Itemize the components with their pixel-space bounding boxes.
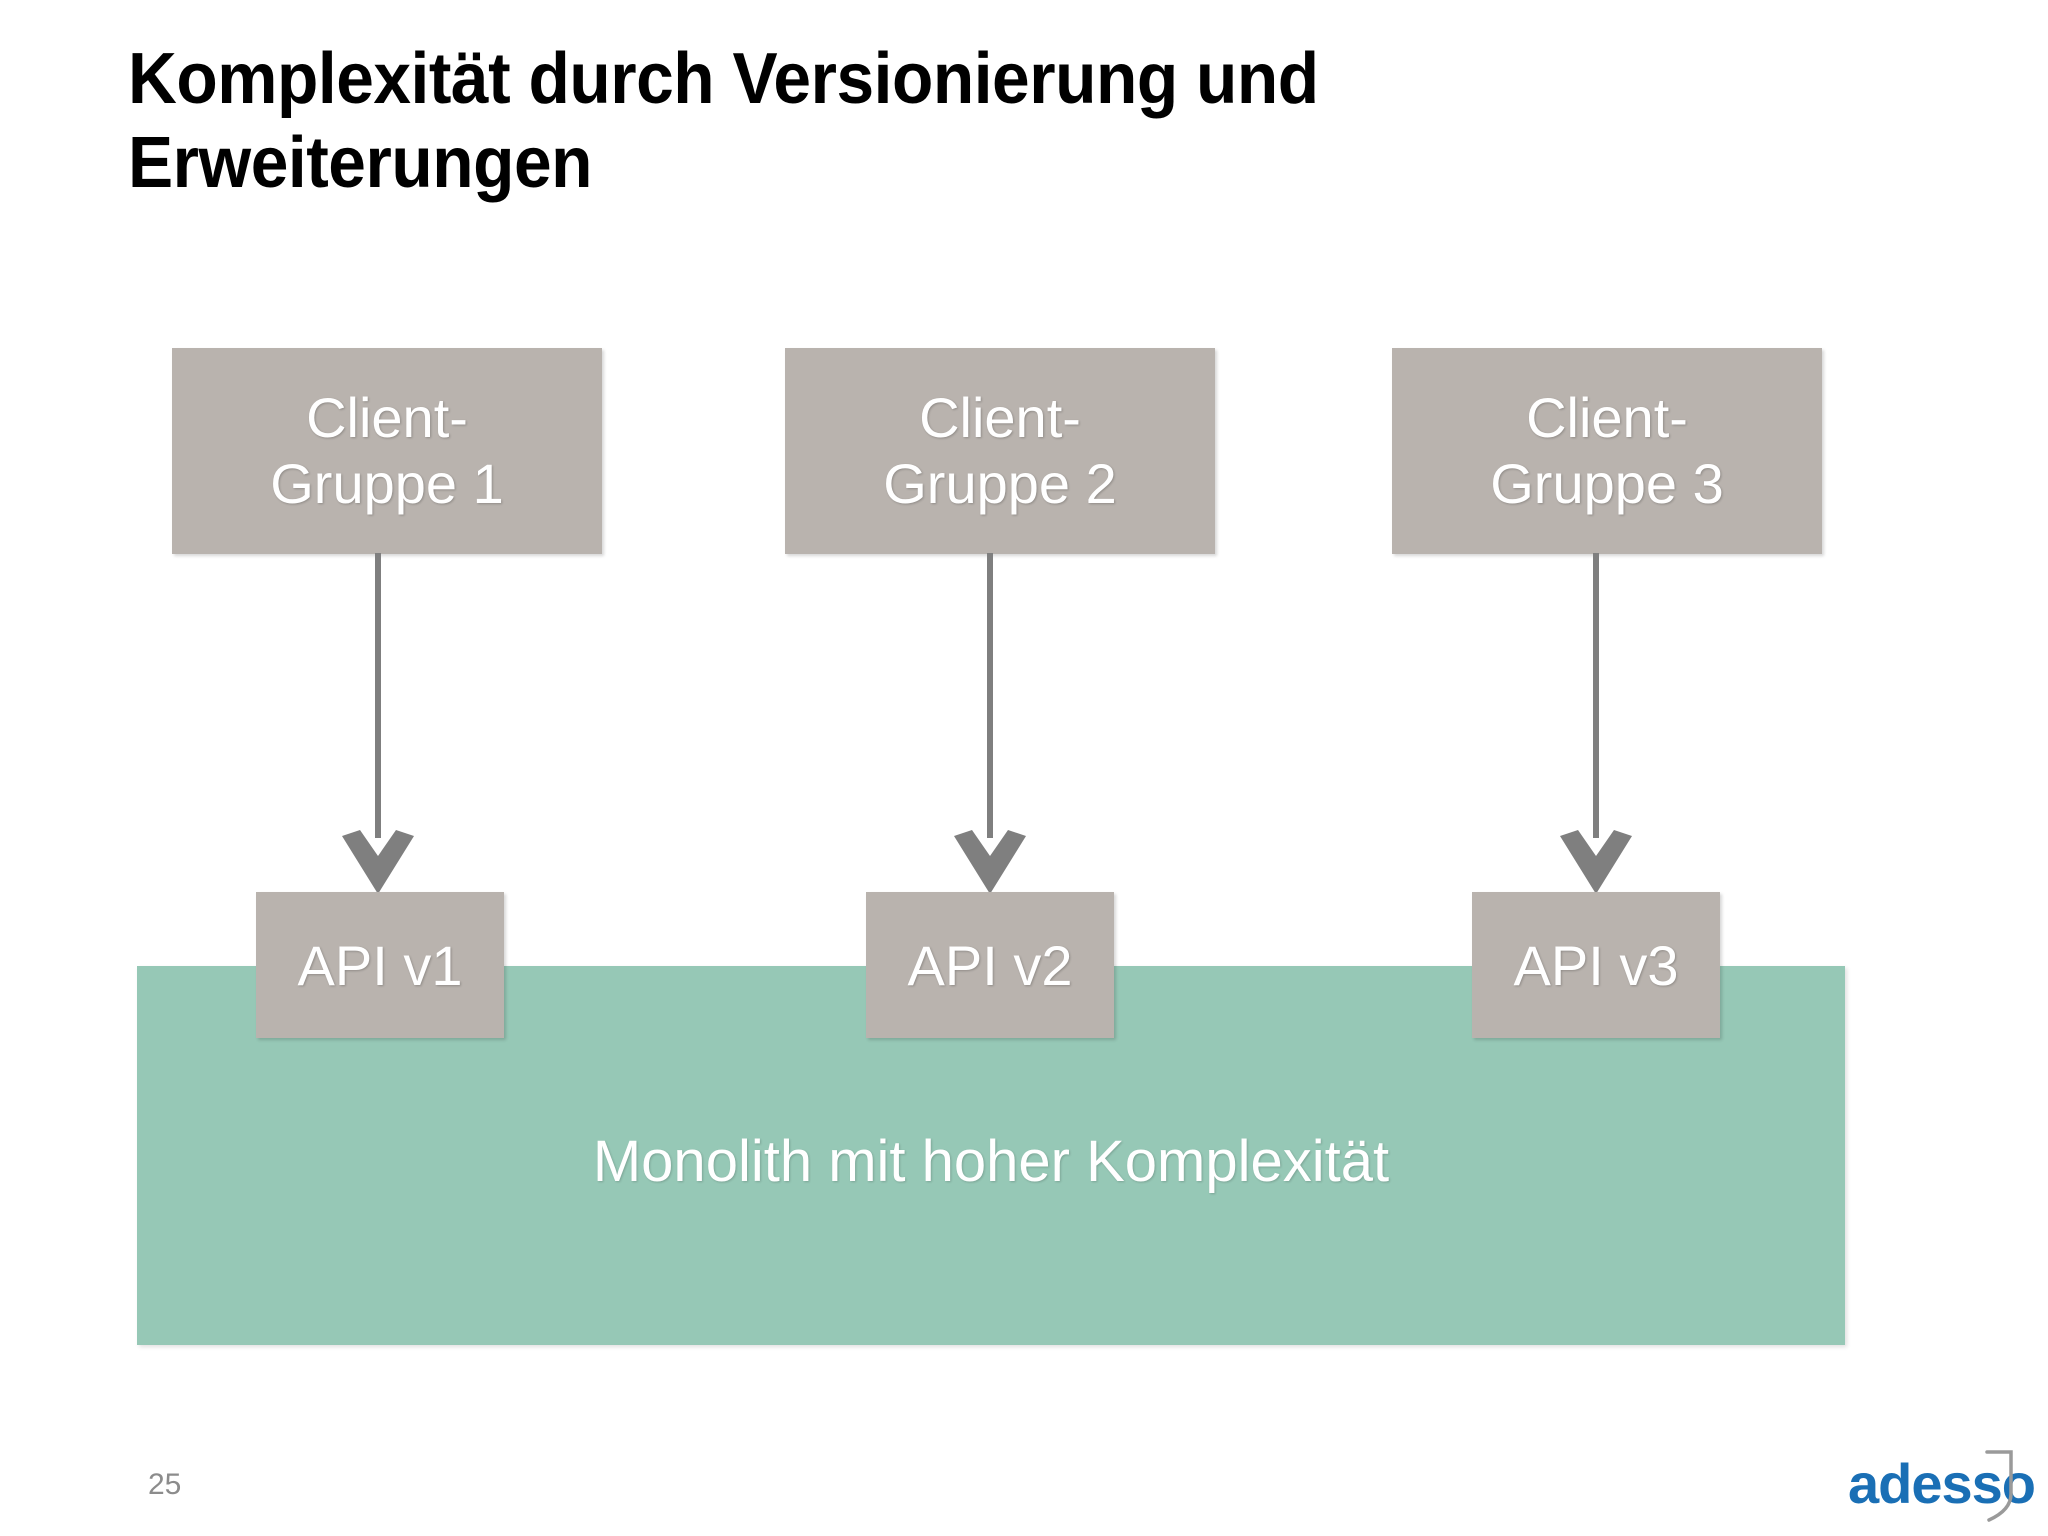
client-group-label-2: Client- Gruppe 2 — [883, 385, 1117, 515]
client-group-label-1: Client- Gruppe 1 — [270, 385, 504, 515]
client-group-box-3: Client- Gruppe 3 — [1392, 348, 1822, 554]
client-group-box-1: Client- Gruppe 1 — [172, 348, 602, 554]
adesso-swoosh-icon — [1985, 1450, 2013, 1522]
client-group-box-2: Client- Gruppe 2 — [785, 348, 1215, 554]
title-line-2: Erweiterungen — [128, 122, 592, 203]
arrow-client3-to-api-v3 — [1560, 553, 1632, 894]
adesso-logo-text: adesso — [1848, 1452, 2036, 1515]
page-title: Komplexität durch Versionierung und Erwe… — [128, 38, 1688, 205]
title-line-1: Komplexität durch Versionierung und — [128, 39, 1319, 119]
adesso-logo: adesso — [1848, 1450, 2036, 1524]
api-label-v1: API v1 — [297, 933, 463, 997]
api-box-v2: API v2 — [866, 892, 1114, 1038]
api-box-v1: API v1 — [256, 892, 504, 1038]
api-label-v3: API v3 — [1513, 933, 1679, 997]
monolith-label: Monolith mit hoher Komplexität — [592, 1129, 1390, 1194]
api-box-v3: API v3 — [1472, 892, 1720, 1038]
arrow-client1-to-api-v1 — [342, 553, 414, 894]
page-number: 25 — [148, 1468, 182, 1501]
api-label-v2: API v2 — [907, 933, 1073, 997]
arrow-client2-to-api-v2 — [954, 553, 1026, 894]
client-group-label-3: Client- Gruppe 3 — [1490, 385, 1724, 515]
